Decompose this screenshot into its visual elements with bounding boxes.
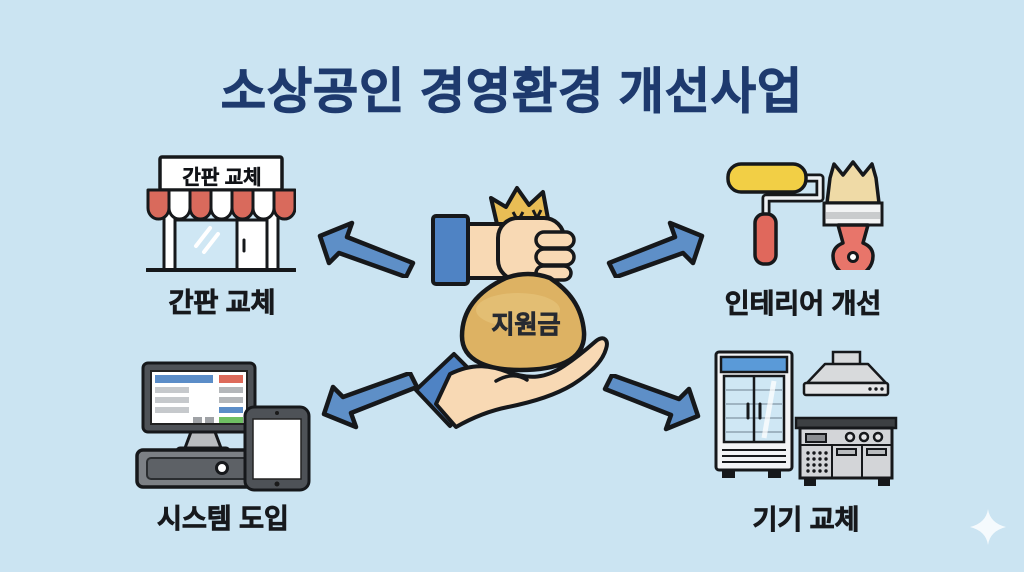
pos-system-icon xyxy=(135,361,311,492)
store-awning xyxy=(146,188,296,221)
roller-handle xyxy=(753,212,778,266)
pos-monitor xyxy=(141,361,257,434)
paint-brush xyxy=(822,160,884,270)
kitchen-counter xyxy=(794,416,898,486)
hand-giving-money-bag-icon xyxy=(414,186,609,429)
money-bag-label: 지원금 xyxy=(491,311,561,340)
arrow-bottom-left-icon xyxy=(321,372,420,430)
label-equipment: 기기 교체 xyxy=(752,505,860,536)
page-title: 소상공인 경영환경 개선사업 xyxy=(220,65,804,120)
arrow-bottom-right-icon xyxy=(602,374,701,432)
paint-roller xyxy=(726,162,808,194)
store-door xyxy=(235,218,269,272)
sparkle-icon xyxy=(970,509,1006,545)
label-interior: 인테리어 개선 xyxy=(724,289,882,320)
arrow-top-left-icon xyxy=(317,220,416,278)
giver-sleeve-cuff xyxy=(431,214,470,286)
arrow-top-right-icon xyxy=(606,220,705,278)
label-signboard: 간판 교체 xyxy=(168,288,276,319)
open-palm-hand xyxy=(434,336,609,429)
giver-fist xyxy=(496,216,576,282)
store-window xyxy=(173,218,239,272)
money-bag xyxy=(459,271,587,373)
storefront-icon xyxy=(146,155,296,272)
storefront-sign-label: 간판 교체 xyxy=(182,167,262,190)
range-hood xyxy=(802,350,890,397)
display-fridge xyxy=(714,350,794,478)
kitchen-equipment-icon xyxy=(714,350,898,486)
paint-roller-brush-icon xyxy=(726,160,884,270)
tablet xyxy=(243,405,311,492)
label-system: 시스템 도입 xyxy=(157,504,290,535)
